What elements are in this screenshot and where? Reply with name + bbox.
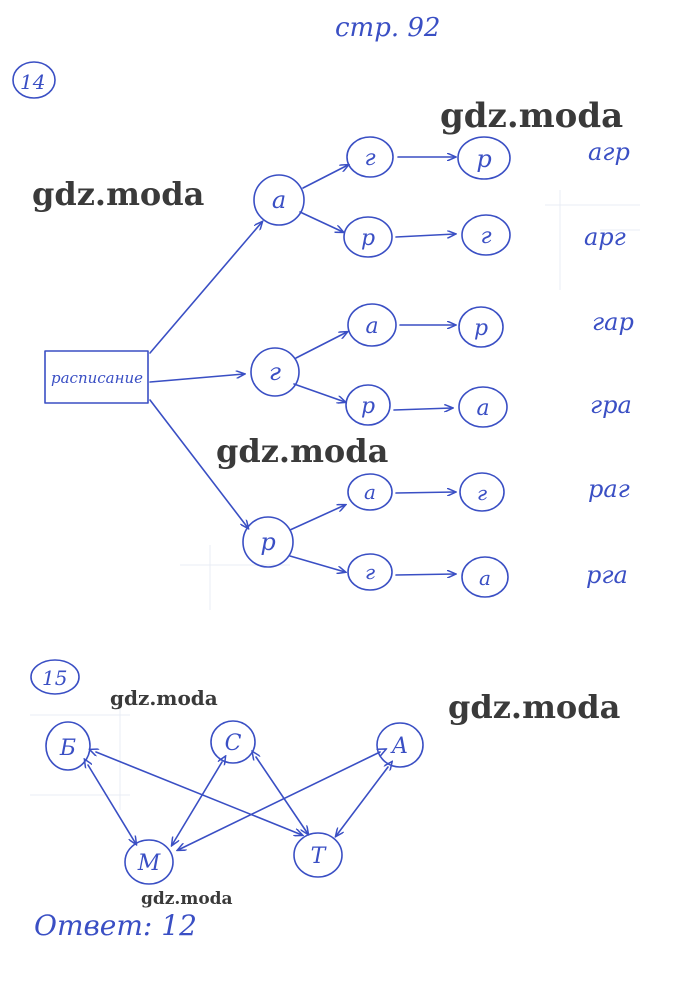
tree-leaf-label: р bbox=[476, 145, 491, 173]
watermark: gdz.moda bbox=[448, 688, 620, 726]
page-label: стр. 92 bbox=[335, 13, 440, 43]
graph-node-s-label: С bbox=[225, 731, 242, 756]
tree-leaf-label: р bbox=[474, 316, 488, 341]
tree-node-level2 bbox=[347, 303, 397, 347]
tree-leaf-node bbox=[457, 136, 511, 180]
graph-edge bbox=[96, 752, 302, 835]
problem-14: 14 расписание а г р г р а р bbox=[12, 61, 634, 598]
tree-leaf-node bbox=[458, 306, 504, 348]
arrow-root-to-a bbox=[149, 222, 262, 354]
arrow-r-to-a bbox=[289, 505, 345, 531]
result-word: рга bbox=[586, 561, 628, 589]
graph-edge bbox=[256, 757, 308, 834]
result-word: агр bbox=[588, 138, 630, 166]
problem-15-number-circle bbox=[30, 659, 80, 695]
graph-nodes: Б С А М Т bbox=[45, 720, 424, 885]
watermarks: gdz.moda gdz.moda gdz.moda gdz.moda gdz.… bbox=[32, 96, 624, 910]
graph-node-a-label: А bbox=[390, 734, 409, 759]
tree-node-level2-label: р bbox=[361, 394, 375, 419]
graph-node-m bbox=[124, 839, 174, 885]
problem-14-number-circle bbox=[12, 61, 56, 99]
tree-node-level1-g bbox=[250, 347, 300, 397]
answer-text: Ответ: 12 bbox=[34, 909, 197, 942]
graph-edge bbox=[178, 752, 380, 850]
graph-node-t-label: Т bbox=[311, 844, 328, 869]
tree-node-level2 bbox=[343, 216, 393, 258]
tree-node-level2-label: г bbox=[365, 560, 375, 584]
tree-node-level2-label: а bbox=[365, 314, 378, 339]
arrow-r-to-g bbox=[289, 555, 345, 572]
graph-edge bbox=[336, 767, 388, 836]
graph-node-b-label: Б bbox=[59, 736, 76, 761]
faint-grid bbox=[30, 190, 640, 810]
tree-node-level2-label: а bbox=[364, 480, 376, 504]
tree-node-level2 bbox=[346, 136, 394, 178]
watermark: gdz.moda bbox=[216, 432, 388, 470]
tree-leaf-label: а bbox=[479, 566, 491, 590]
graph-edge bbox=[88, 765, 136, 844]
arrow-root-to-r bbox=[149, 399, 248, 528]
graph-node-t bbox=[293, 832, 343, 878]
tree-node-level2-label: г bbox=[364, 146, 375, 171]
tree-leaf-nodes: р г р а г а bbox=[457, 136, 511, 598]
tree-node-level1-a bbox=[253, 174, 305, 226]
problem-15-number: 15 bbox=[42, 666, 67, 690]
tree-leaf-node bbox=[459, 472, 505, 512]
result-word: раг bbox=[588, 475, 630, 503]
result-word: гра bbox=[590, 391, 632, 419]
arrow-g-to-r bbox=[293, 383, 345, 402]
tree-leaf-node bbox=[461, 556, 509, 598]
tree-leaf-node bbox=[461, 214, 511, 256]
graph-node-b bbox=[45, 721, 91, 771]
problem-14-number: 14 bbox=[20, 70, 45, 94]
tree-root-box bbox=[44, 350, 149, 404]
tree-node-level1-r-label: р bbox=[260, 528, 275, 556]
graph-node-a bbox=[376, 722, 424, 768]
watermark: gdz.moda bbox=[110, 686, 218, 710]
tree-node-level2 bbox=[347, 473, 393, 511]
arrow-a-to-g bbox=[302, 165, 348, 189]
watermark: gdz.moda bbox=[141, 889, 233, 909]
arrow-level2-to-leaf bbox=[395, 574, 455, 575]
watermark: gdz.moda bbox=[440, 96, 623, 136]
arrow-g-to-a bbox=[295, 332, 347, 359]
tree-level2-nodes: г р а р а г bbox=[343, 136, 397, 591]
tree-node-level2 bbox=[347, 553, 393, 591]
tree-leaf-label: г bbox=[477, 481, 487, 505]
tree-leaf-node bbox=[458, 386, 508, 428]
tree-leaf-label: г bbox=[480, 224, 491, 249]
graph-node-s bbox=[210, 720, 256, 764]
problem-15: 15 Б С А М Т Ответ: 12 bbox=[30, 659, 424, 942]
arrow-a-to-r bbox=[299, 211, 343, 232]
graph-node-m-label: М bbox=[137, 851, 161, 876]
arrow-root-to-g bbox=[149, 374, 244, 383]
tree-node-level2-label: р bbox=[361, 226, 375, 251]
tree-leaf-label: а bbox=[476, 396, 489, 421]
tree-node-level1-a-label: а bbox=[272, 186, 286, 214]
arrow-level2-to-leaf bbox=[393, 408, 452, 410]
watermark: gdz.moda bbox=[32, 175, 204, 213]
arrow-level2-to-leaf bbox=[395, 492, 455, 493]
result-word: арг bbox=[584, 223, 626, 251]
graph-edges bbox=[88, 752, 388, 850]
arrow-level2-to-leaf bbox=[395, 234, 455, 237]
result-words: агр арг гар гра раг рга bbox=[584, 138, 634, 589]
tree-node-level1-r bbox=[242, 516, 294, 568]
result-word: гар bbox=[592, 308, 634, 336]
tree-node-level1-g-label: г bbox=[269, 358, 281, 386]
tree-root-label: расписание bbox=[51, 369, 143, 387]
tree-node-level2 bbox=[345, 384, 391, 426]
